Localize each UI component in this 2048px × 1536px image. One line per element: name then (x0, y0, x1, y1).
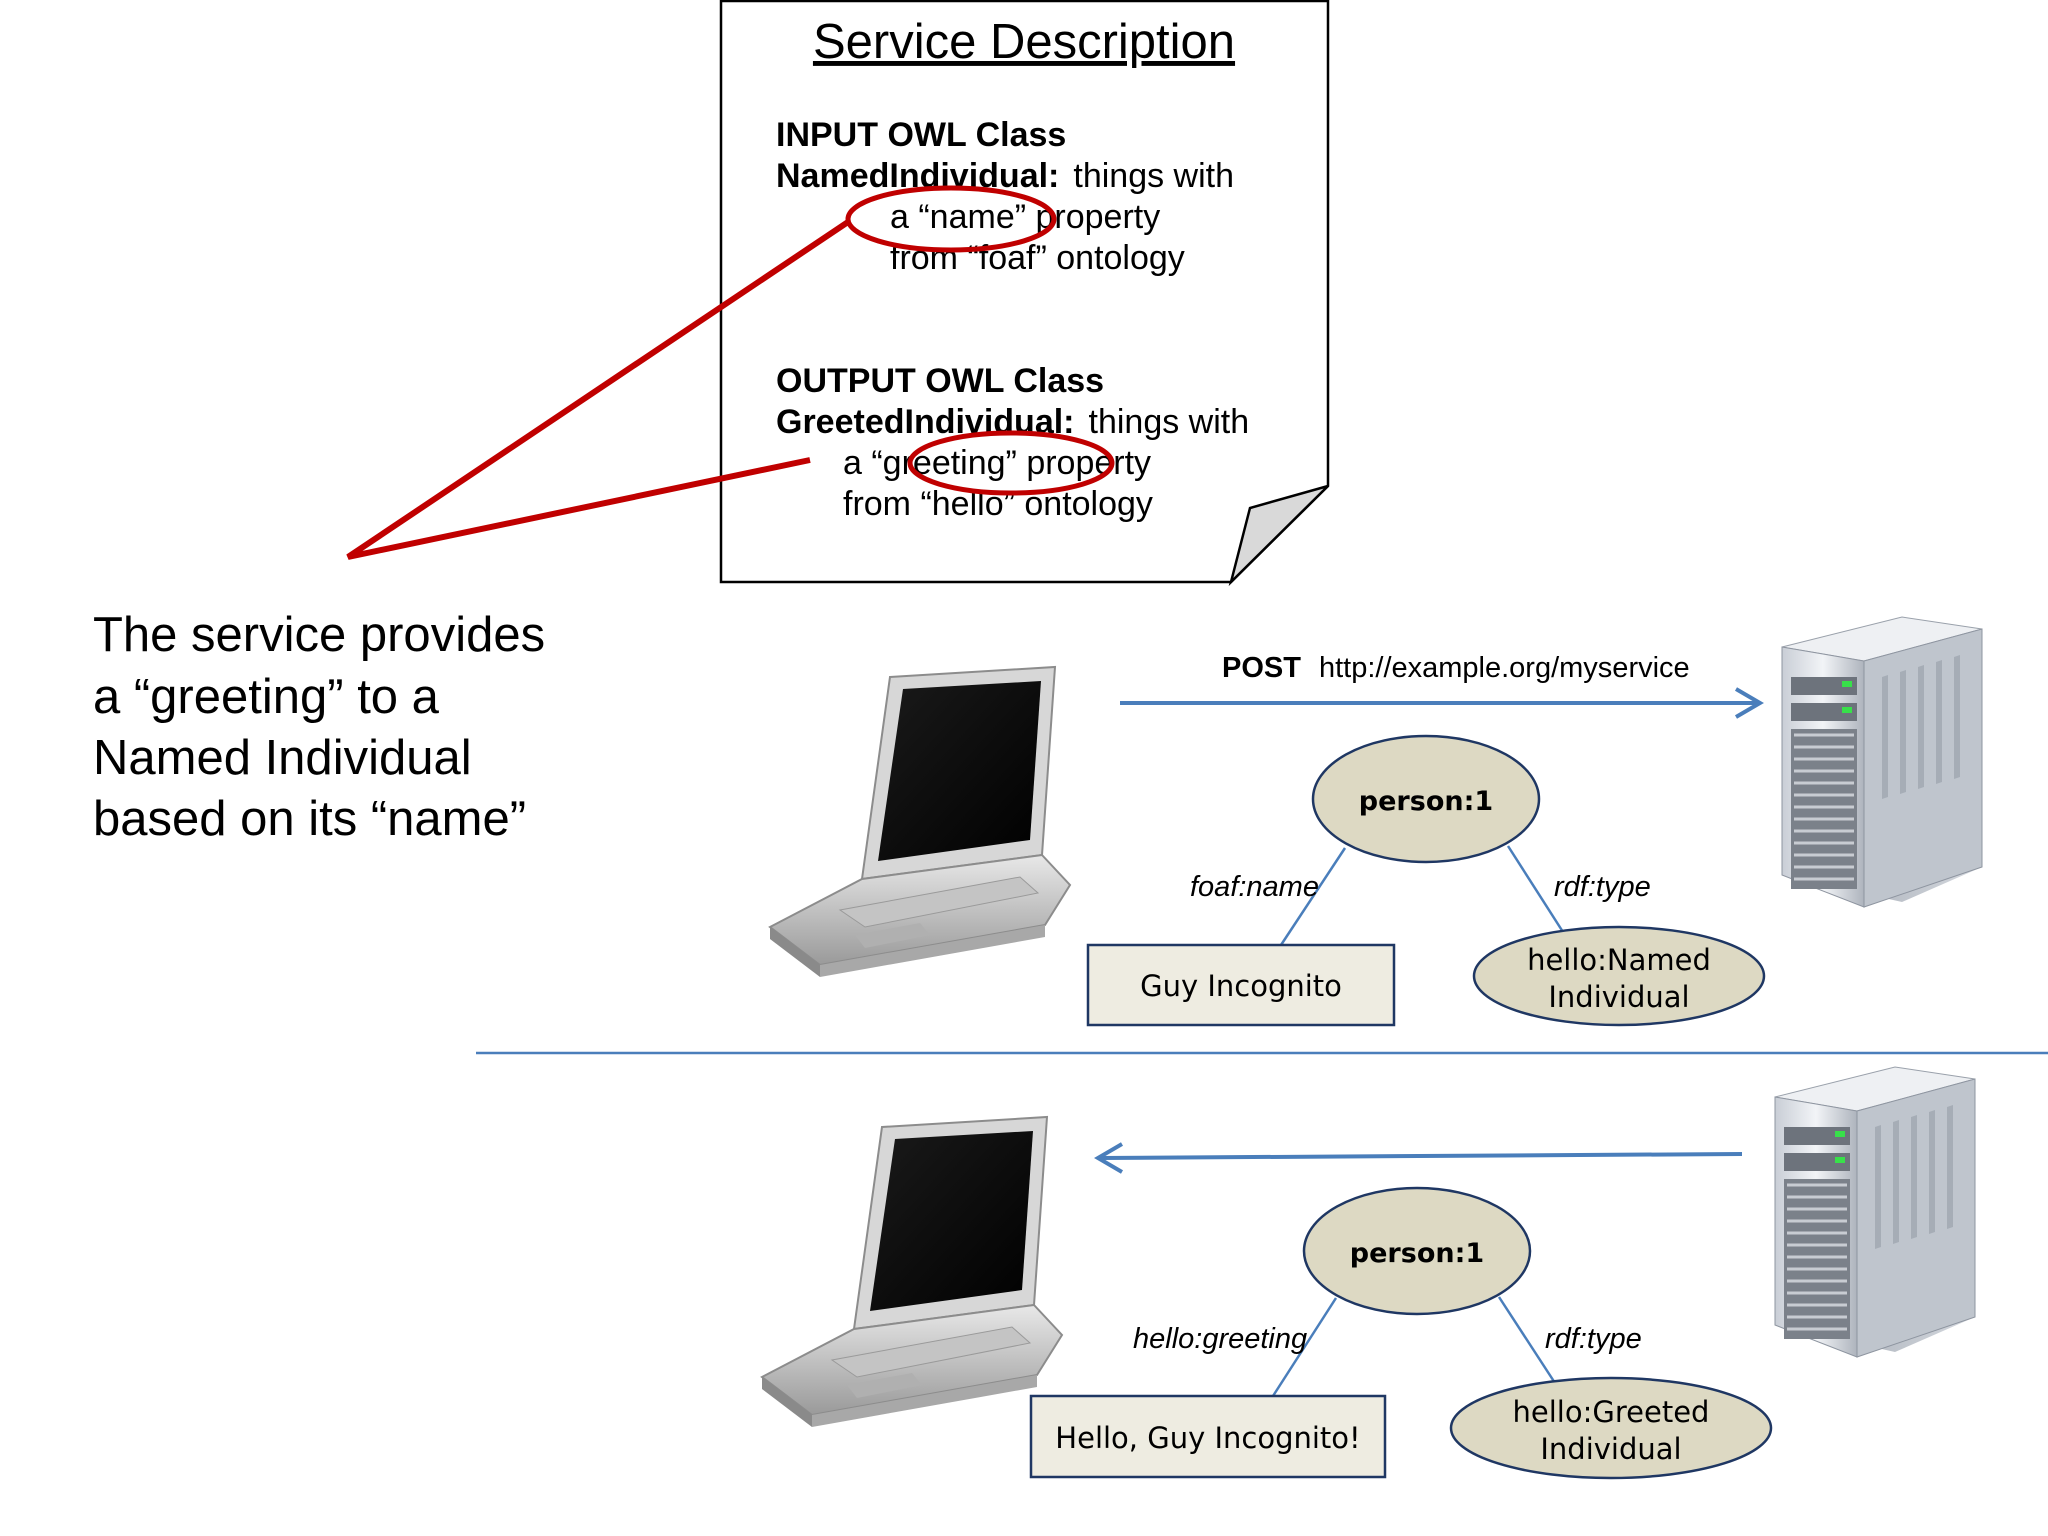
request-edge-name (1279, 847, 1347, 946)
request-type-node (1472, 925, 1766, 1027)
name-property-highlight (845, 185, 1057, 253)
request-arrow (1120, 687, 1764, 719)
request-edge-name-label: foaf:name (1190, 871, 1319, 903)
output-heading: OUTPUT OWL Class (776, 362, 1104, 400)
highlight-callout (346, 185, 1115, 560)
input-class-line: NamedIndividual: things with (776, 157, 1234, 195)
laptop-icon (768, 665, 1072, 977)
request-method: POST (1222, 652, 1301, 684)
server-icon (1774, 1066, 1976, 1358)
caption: The service provides a “greeting” to a N… (93, 608, 545, 846)
request-type-label-2: Individual (1548, 980, 1689, 1014)
request-subject-node (1311, 734, 1541, 864)
request-url: http://example.org/myservice (1319, 652, 1690, 684)
response-edge-type (1497, 1296, 1557, 1384)
laptop-icon (760, 1115, 1064, 1427)
caption-line-3: Named Individual (93, 731, 472, 785)
request-label: POST http://example.org/myservice (1222, 652, 1690, 684)
response-subject-label: person:1 (1350, 1238, 1484, 1269)
caption-line-1: The service provides (93, 608, 545, 662)
request-graph: person:1 foaf:name rdf:type Guy Incognit… (1086, 734, 1766, 1027)
response-type-node (1449, 1376, 1773, 1480)
response-graph: person:1 hello:greeting rdf:type Hello, … (1029, 1186, 1773, 1480)
input-heading: INPUT OWL Class (776, 116, 1066, 154)
input-desc-1: things with (1073, 157, 1234, 195)
output-desc-1: things with (1089, 403, 1250, 441)
response-type-label-2: Individual (1540, 1432, 1681, 1466)
response-edge-type-label: rdf:type (1545, 1323, 1642, 1355)
response-type-label-1: hello:Greeted (1513, 1395, 1710, 1429)
response-edge-greeting-label: hello:greeting (1133, 1323, 1307, 1355)
request-edge-type (1506, 845, 1565, 933)
input-desc-3: from “foaf” ontology (890, 239, 1185, 277)
response-arrow (1094, 1142, 1743, 1174)
server-icon (1781, 616, 1983, 908)
request-literal-label: Guy Incognito (1140, 969, 1342, 1003)
response-literal-node (1029, 1394, 1387, 1479)
request-type-label-1: hello:Named (1527, 943, 1711, 977)
request-edge-type-label: rdf:type (1554, 871, 1651, 903)
request-subject-label: person:1 (1359, 786, 1493, 817)
greeting-property-highlight (907, 430, 1115, 496)
callout-pointer (346, 219, 850, 560)
document-title: Service Description (813, 15, 1235, 69)
response-edge-greeting (1271, 1297, 1338, 1397)
request-literal-node (1086, 943, 1396, 1027)
caption-line-2: a “greeting” to a (93, 670, 440, 724)
response-literal-label: Hello, Guy Incognito! (1055, 1421, 1360, 1455)
caption-line-4: based on its “name” (93, 792, 526, 846)
service-description-document: Service Description INPUT OWL Class Name… (719, 0, 1330, 587)
document-folded-corner (1228, 484, 1329, 587)
response-subject-node (1302, 1186, 1532, 1316)
input-desc-2: a “name” property (890, 198, 1160, 236)
